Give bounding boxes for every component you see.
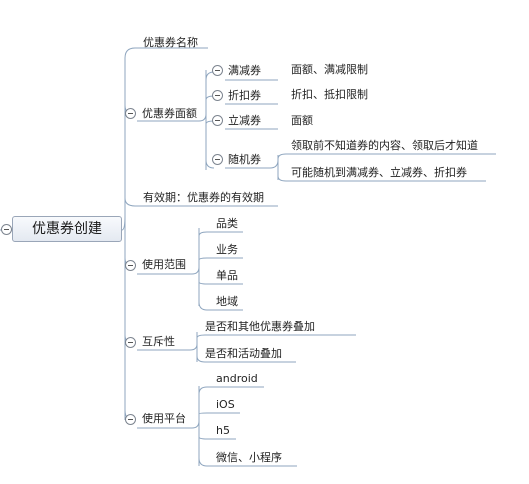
topic-discount-coupon[interactable]: 折扣券 (228, 89, 261, 102)
collapse-toggle-amount[interactable] (125, 108, 136, 119)
detail-discount[interactable]: 折扣、抵扣限制 (291, 88, 368, 101)
exclusive-item-activities[interactable]: 是否和活动叠加 (205, 347, 282, 360)
platform-item-wechat-miniprogram[interactable]: 微信、小程序 (216, 451, 282, 464)
platform-item-h5[interactable]: h5 (216, 424, 230, 437)
scope-item-single-product[interactable]: 单品 (216, 269, 238, 282)
collapse-toggle-scope[interactable] (125, 260, 136, 271)
topic-validity[interactable]: 有效期：优惠券的有效期 (143, 191, 264, 204)
scope-item-category[interactable]: 品类 (216, 217, 238, 230)
scope-item-business[interactable]: 业务 (216, 243, 238, 256)
collapse-toggle-instant-reduction[interactable] (212, 115, 223, 126)
topic-instant-reduction-coupon[interactable]: 立减券 (228, 114, 261, 127)
topic-coupon-amount[interactable]: 优惠券面额 (142, 107, 197, 120)
collapse-toggle-platform[interactable] (125, 414, 136, 425)
platform-item-ios[interactable]: iOS (216, 398, 235, 411)
platform-item-android[interactable]: android (216, 372, 258, 385)
collapse-toggle-random[interactable] (212, 154, 223, 165)
root-collapse-toggle[interactable] (1, 224, 12, 235)
detail-random-1[interactable]: 领取前不知道券的内容、领取后才知道 (291, 139, 478, 152)
topic-coupon-name[interactable]: 优惠券名称 (143, 36, 198, 49)
collapse-toggle-exclusive[interactable] (125, 337, 136, 348)
collapse-toggle-full-reduction[interactable] (212, 65, 223, 76)
detail-instant-reduction[interactable]: 面额 (291, 114, 313, 127)
topic-random-coupon[interactable]: 随机券 (228, 153, 261, 166)
root-topic[interactable]: 优惠券创建 (12, 216, 122, 242)
exclusive-item-other-coupons[interactable]: 是否和其他优惠券叠加 (205, 320, 315, 333)
scope-item-region[interactable]: 地域 (216, 295, 238, 308)
detail-full-reduction[interactable]: 面额、满减限制 (291, 63, 368, 76)
collapse-toggle-discount[interactable] (212, 90, 223, 101)
detail-random-2[interactable]: 可能随机到满减券、立减券、折扣券 (291, 166, 467, 179)
topic-mutual-exclusion[interactable]: 互斥性 (142, 335, 175, 348)
topic-usage-scope[interactable]: 使用范围 (142, 258, 186, 271)
topic-platform[interactable]: 使用平台 (142, 412, 186, 425)
topic-full-reduction-coupon[interactable]: 满减券 (228, 64, 261, 77)
